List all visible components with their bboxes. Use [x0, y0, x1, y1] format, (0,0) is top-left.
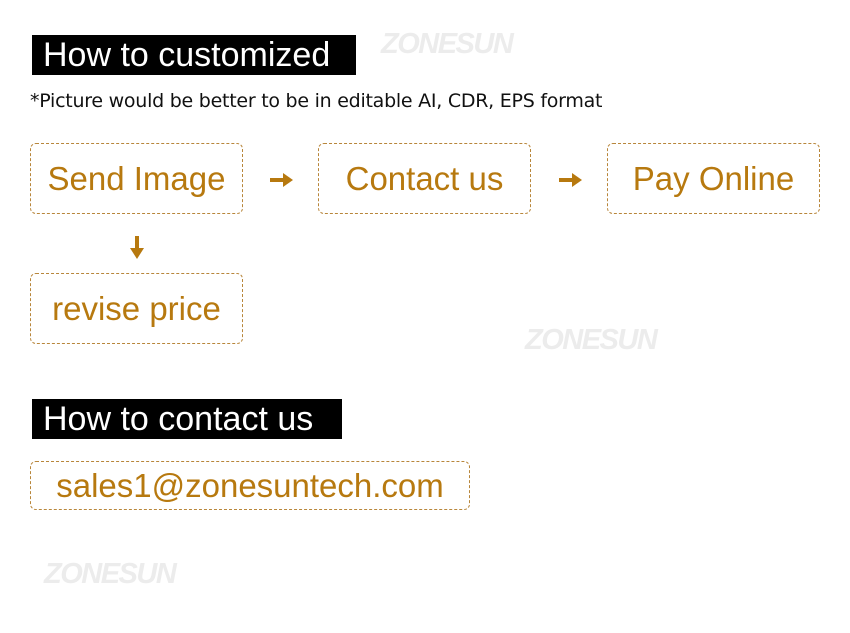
- contact-email-box[interactable]: sales1@zonesuntech.com: [30, 461, 470, 510]
- watermark-logo: ZONESUN: [44, 558, 177, 590]
- step-contact-us: Contact us: [318, 143, 531, 214]
- contact-heading: How to contact us: [32, 399, 342, 439]
- step-send-image: Send Image: [30, 143, 243, 214]
- watermark-logo: ZONESUN: [381, 28, 514, 60]
- contact-email[interactable]: sales1@zonesuntech.com: [56, 466, 444, 504]
- step-label: Pay Online: [632, 159, 795, 197]
- arrow-right-icon: [559, 173, 582, 187]
- step-label: revise price: [52, 289, 221, 327]
- step-label: Contact us: [345, 159, 504, 197]
- customize-heading: How to customized: [32, 35, 356, 75]
- step-pay-online: Pay Online: [607, 143, 820, 214]
- arrow-right-icon: [270, 173, 293, 187]
- watermark-logo: ZONESUN: [525, 324, 658, 356]
- arrow-down-icon: [130, 236, 144, 259]
- step-revise-price: revise price: [30, 273, 243, 344]
- step-label: Send Image: [47, 159, 226, 197]
- format-note: *Picture would be better to be in editab…: [30, 90, 603, 112]
